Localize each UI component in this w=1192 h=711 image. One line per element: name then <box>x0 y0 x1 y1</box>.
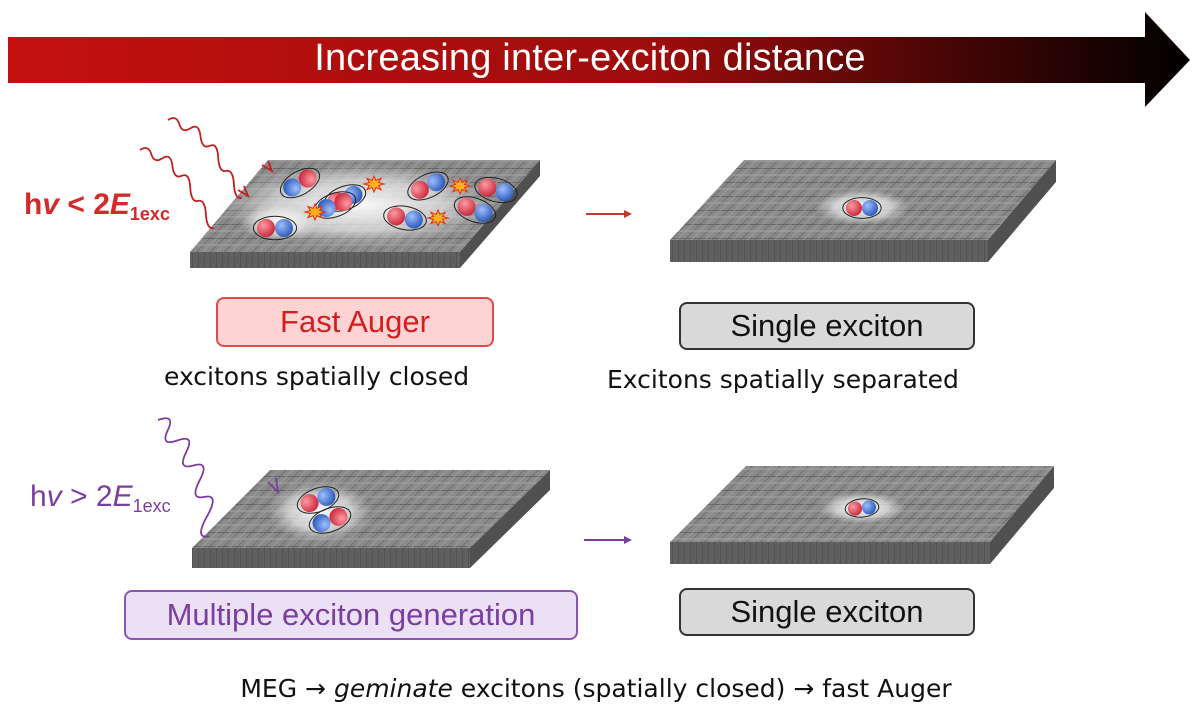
caption-spatially-closed: excitons spatially closed <box>164 362 470 391</box>
exciton-orbit <box>474 176 518 204</box>
electron <box>317 487 336 506</box>
exciton-pair <box>383 205 427 231</box>
banner-title: Increasing inter-exciton distance <box>314 37 866 79</box>
exciton-orbit <box>407 171 449 201</box>
caption-spatially-separated: Excitons spatially separated <box>607 365 959 394</box>
hole <box>846 200 862 216</box>
exciton-orbit <box>383 205 427 231</box>
slab-bottom-left <box>192 470 550 568</box>
bottom-summary: MEG → geminate excitons (spatially close… <box>240 674 952 703</box>
auger-burst <box>303 202 327 222</box>
row-arrow-top <box>586 210 632 218</box>
photon-wave <box>167 117 243 199</box>
hole <box>848 501 863 516</box>
electron <box>862 200 878 216</box>
hole <box>334 192 353 211</box>
fast-auger-box: Fast Auger <box>216 297 494 347</box>
exciton-pair <box>844 498 880 518</box>
electron <box>283 178 302 197</box>
exciton-pair <box>252 215 298 241</box>
slab-right-side <box>988 160 1056 262</box>
exciton-orbit <box>279 167 321 199</box>
slab-right-side <box>470 470 550 568</box>
exciton-orbit <box>844 498 880 518</box>
photon-arrowhead <box>237 185 250 199</box>
photon-waves-red <box>139 117 274 229</box>
exciton-orbit <box>308 506 352 534</box>
exciton-pair <box>313 191 357 219</box>
photon-arrowhead <box>267 477 280 495</box>
slab-top-right <box>670 160 1056 262</box>
electron <box>427 173 446 192</box>
electron <box>861 500 876 515</box>
exciton-cloud <box>814 189 910 225</box>
slab-right-side <box>990 466 1054 564</box>
hole <box>329 507 348 526</box>
hole <box>410 180 429 199</box>
exciton-pair <box>842 197 882 219</box>
row-arrow-bottom <box>584 536 632 544</box>
electron <box>404 210 423 229</box>
photon-wave-purple <box>157 417 280 538</box>
exciton-pair <box>407 171 449 201</box>
auger-burst <box>362 174 386 194</box>
exciton-pair <box>279 167 321 199</box>
exciton-orbit <box>453 196 497 224</box>
hole <box>457 197 476 216</box>
arrow-symbol: → <box>793 674 815 703</box>
hole <box>257 219 275 237</box>
photon-energy-label-low: hv < 2E1exc <box>24 188 170 224</box>
electron <box>495 183 514 202</box>
photon-arrowhead <box>261 160 274 174</box>
slab-right-side <box>460 160 540 268</box>
exciton-pair <box>453 196 497 224</box>
single-exciton-box-top: Single exciton <box>679 302 975 350</box>
slab-front-side <box>670 240 988 262</box>
hole <box>300 494 319 513</box>
hole <box>298 169 317 188</box>
hole <box>478 178 497 197</box>
slab-front-side <box>192 548 470 568</box>
banner-arrow-shape <box>8 12 1190 107</box>
photon-wave <box>157 417 214 538</box>
banner-arrow <box>8 12 1190 107</box>
exciton-pair <box>474 176 518 204</box>
slab-front-side <box>190 252 460 268</box>
geminate-word: geminate <box>333 674 453 703</box>
photon-energy-label-high: hv > 2E1exc <box>30 480 171 516</box>
exciton-orbit <box>842 197 882 219</box>
exciton-orbit <box>252 215 298 241</box>
single-exciton-box-bottom: Single exciton <box>679 588 975 636</box>
hole <box>387 207 406 226</box>
slab-bottom-right <box>670 466 1054 564</box>
meg-box: Multiple exciton generation <box>124 590 578 640</box>
excitons <box>252 167 882 534</box>
photon-wave <box>139 147 215 229</box>
electron <box>474 204 493 223</box>
electron <box>312 514 331 533</box>
electron <box>275 219 293 237</box>
auger-burst <box>448 176 472 196</box>
auger-burst <box>426 208 450 228</box>
exciton-pair <box>308 506 352 534</box>
slab-front-side <box>670 542 990 564</box>
arrow-symbol: → <box>305 674 326 703</box>
